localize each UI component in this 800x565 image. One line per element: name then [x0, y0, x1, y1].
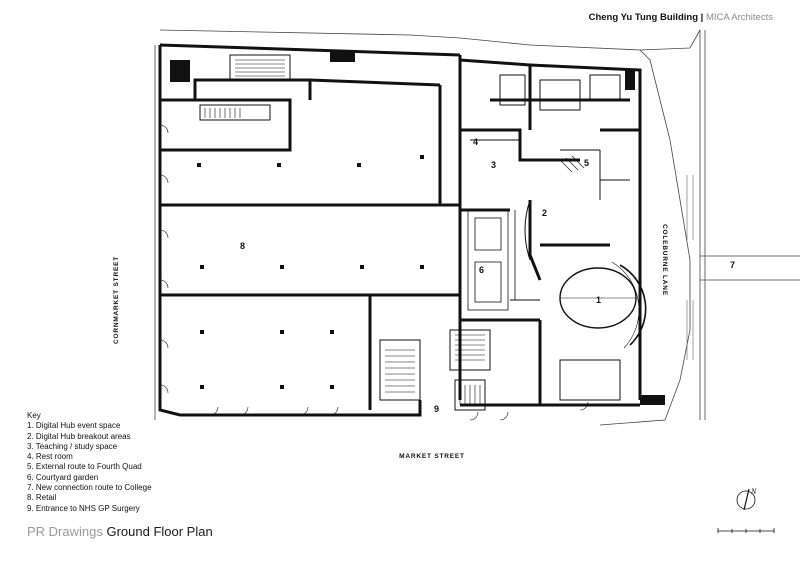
columns	[170, 52, 665, 405]
key-item-7: 7. New connection route to College	[27, 483, 152, 493]
event-space	[524, 199, 647, 349]
room-number-1: 1	[596, 295, 601, 305]
room-number-7: 7	[730, 260, 735, 270]
room-number-2: 2	[542, 208, 547, 218]
room-number-8: 8	[240, 241, 245, 251]
key-item-1: 1. Digital Hub event space	[27, 421, 121, 431]
thin-walls	[199, 54, 630, 411]
key-item-2: 2. Digital Hub breakout areas	[27, 431, 131, 441]
walls	[158, 43, 642, 417]
drawing-header: Cheng Yu Tung Building | MICA Architects	[589, 12, 773, 23]
key-item-4: 4. Rest room	[27, 452, 73, 462]
architect-name: MICA Architects	[705, 12, 773, 23]
key-item-9: 9. Entrance to NHS GP Surgery	[27, 503, 140, 513]
shopfront-doors	[159, 124, 589, 421]
room-number-3: 3	[491, 160, 496, 170]
key-item-3: 3. Teaching / study space	[27, 441, 118, 451]
room-number-5: 5	[584, 158, 589, 168]
room-number-9: 9	[434, 404, 439, 414]
street-label-east: COLEBURNE LANE	[661, 224, 668, 296]
key-item-5: 5. External route to Fourth Quad	[27, 462, 142, 472]
building-name: Cheng Yu Tung Building	[588, 12, 698, 23]
north-arrow-label: N	[750, 487, 757, 496]
room-number-6: 6	[479, 265, 484, 275]
courtyard-garden	[467, 209, 516, 311]
key-item-6: 6. Courtyard garden	[27, 472, 99, 482]
north-arrow: N	[736, 487, 757, 511]
street-label-south: MARKET STREET	[399, 453, 465, 460]
site-boundary	[154, 29, 800, 426]
lane-markers	[686, 175, 694, 360]
key-item-8: 8. Retail	[27, 493, 57, 503]
drawing-series: PR Drawings	[27, 524, 103, 539]
drawing-footer: PR Drawings Ground Floor Plan	[27, 524, 213, 539]
room-number-4: 4	[473, 137, 478, 147]
street-label-west: CORNMARKET STREET	[113, 256, 120, 344]
drawing-title: Ground Floor Plan	[106, 524, 213, 539]
stairs	[204, 59, 585, 405]
legend-key: Key 1. Digital Hub event space 2. Digita…	[27, 411, 152, 514]
header-separator: |	[698, 12, 706, 23]
key-title: Key	[27, 411, 41, 420]
scale-bar	[717, 528, 775, 533]
